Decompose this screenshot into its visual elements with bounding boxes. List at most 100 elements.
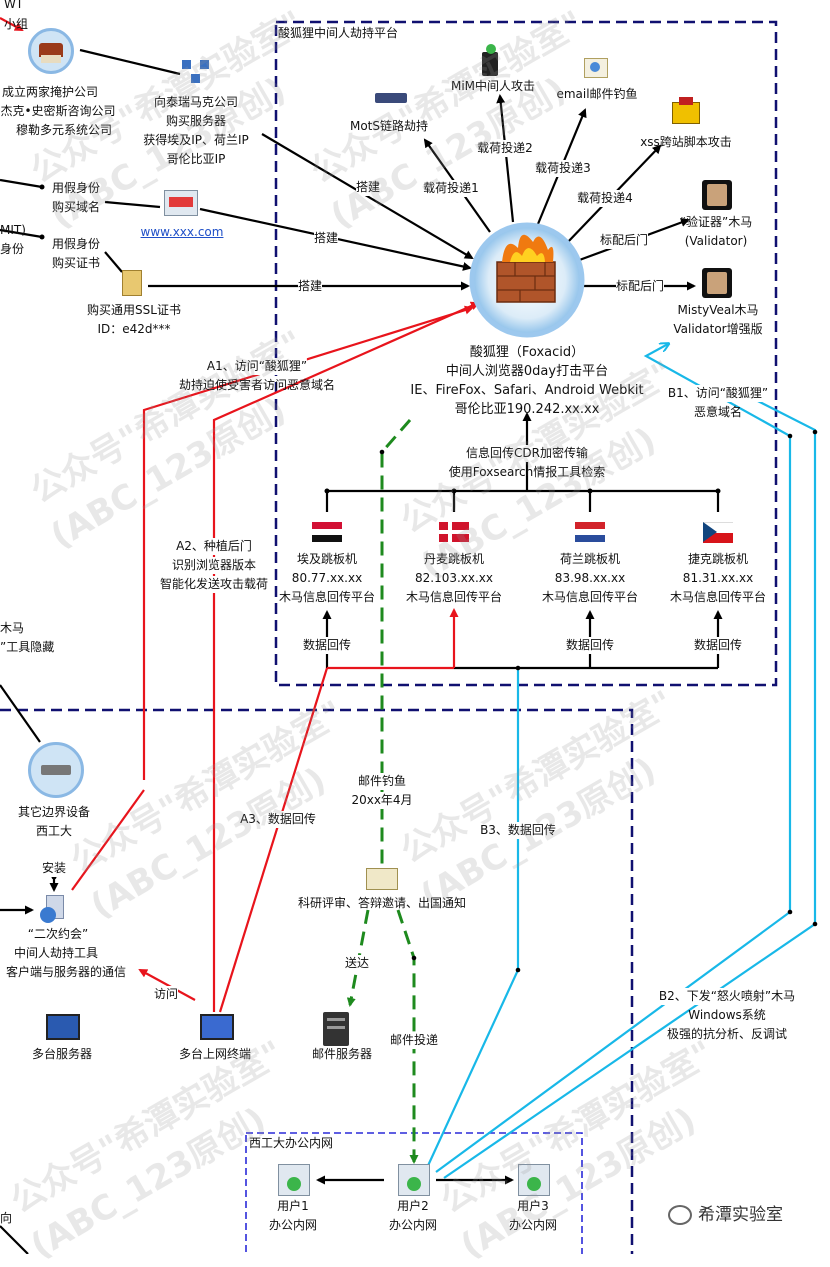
relay-denmark-name: 丹麦跳板机 bbox=[423, 552, 485, 566]
a1-label-1: A1、访问“酸狐狸” bbox=[206, 358, 308, 375]
a3-label: A3、数据回传 bbox=[240, 811, 316, 828]
terminals-label: 多台上网终端 bbox=[178, 1047, 252, 1061]
mail-server-label: 邮件服务器 bbox=[311, 1047, 373, 1061]
platform-box bbox=[274, 20, 778, 687]
validator-trojan-icon bbox=[702, 180, 732, 210]
mit-frag-1: MIT) bbox=[0, 223, 26, 237]
domain-link[interactable]: www.xxx.com bbox=[140, 225, 224, 239]
cdr-label-2: 使用Foxsearch情报工具检索 bbox=[448, 465, 606, 479]
border-device-icon bbox=[28, 742, 84, 798]
user2-icon bbox=[398, 1164, 430, 1196]
czech-flag-icon bbox=[703, 522, 733, 543]
buy-domain-1: 用假身份 bbox=[51, 181, 101, 195]
bottom-frag: 向 bbox=[0, 1211, 13, 1225]
company-label-2: 杰克•史密斯咨询公司 bbox=[0, 104, 116, 118]
second-meet-label-1: “二次约会” bbox=[27, 927, 89, 941]
laptop-terminal-icon bbox=[200, 1014, 234, 1040]
group-frag-a: WT bbox=[4, 0, 24, 11]
user2-name: 用户2 bbox=[397, 1199, 429, 1213]
relay-netherlands-desc: 木马信息回传平台 bbox=[541, 590, 639, 604]
relay-czech-desc: 木马信息回传平台 bbox=[669, 590, 767, 604]
misty-label-2: Validator增强版 bbox=[673, 322, 763, 336]
buy-cert-1: 用假身份 bbox=[51, 237, 101, 251]
delivery-label: 邮件投递 bbox=[389, 1032, 439, 1049]
user3-net: 办公内网 bbox=[508, 1218, 558, 1232]
build-label-3: 搭建 bbox=[297, 278, 323, 295]
mail-notice-icon bbox=[366, 868, 398, 890]
buy-cert-2: 购买证书 bbox=[51, 256, 101, 270]
ssl-label-2: ID：e42d*** bbox=[97, 322, 171, 336]
foxacid-icon bbox=[469, 222, 585, 338]
a2-label-1: A2、种植后门 bbox=[176, 538, 252, 555]
b1-label-2: 恶意域名 bbox=[693, 405, 743, 419]
mistyveal-trojan-icon bbox=[702, 268, 732, 298]
validator-label-1: “验证器”木马 bbox=[679, 215, 753, 229]
mim-server-icon bbox=[482, 44, 498, 76]
build-label-2: 搭建 bbox=[313, 230, 339, 247]
b2-label-2: Windows系统 bbox=[688, 1008, 766, 1022]
border-device-label-1: 其它边界设备 bbox=[17, 805, 91, 819]
netherlands-flag-icon bbox=[575, 522, 605, 542]
visit-label: 访问 bbox=[153, 986, 179, 1003]
cdr-label-1: 信息回传CDR加密传输 bbox=[466, 445, 588, 462]
servers-label: 多台服务器 bbox=[31, 1047, 93, 1061]
server-label-1: 向泰瑞马克公司 bbox=[153, 95, 239, 109]
a2-label-3: 智能化发送攻击载荷 bbox=[159, 576, 269, 593]
user2-net: 办公内网 bbox=[388, 1218, 438, 1232]
email-icon bbox=[584, 58, 608, 78]
b2-label-3: 极强的抗分析、反调试 bbox=[666, 1027, 788, 1041]
egypt-flag-icon bbox=[312, 522, 342, 542]
relay-denmark-desc: 木马信息回传平台 bbox=[405, 590, 503, 604]
phish-label-2: 20xx年4月 bbox=[351, 792, 413, 809]
logo-text: 希潭实验室 bbox=[698, 1205, 783, 1225]
denmark-flag-icon bbox=[439, 522, 469, 542]
data-return-3: 数据回传 bbox=[693, 637, 743, 654]
wechat-logo: 希潭实验室 bbox=[668, 1200, 783, 1225]
relay-czech-name: 捷克跳板机 bbox=[687, 552, 749, 566]
mail-server-icon bbox=[323, 1012, 349, 1046]
domain-website-icon bbox=[164, 190, 198, 216]
second-meet-label-3: 客户端与服务器的通信 bbox=[5, 965, 127, 979]
a2-label-2: 识别浏览器版本 bbox=[171, 557, 257, 574]
foxacid-label-2: 中间人浏览器0day打击平台 bbox=[445, 364, 609, 379]
foxacid-label-4: 哥伦比亚190.242.xx.xx bbox=[454, 402, 600, 417]
email-label: email邮件钓鱼 bbox=[556, 87, 638, 101]
relay-egypt-desc: 木马信息回传平台 bbox=[278, 590, 376, 604]
notice-label: 科研评审、答辩邀请、出国通知 bbox=[297, 896, 467, 910]
trojan-frag-1: 木马 bbox=[0, 621, 25, 635]
b1-label-1: B1、访问“酸狐狸” bbox=[667, 385, 769, 402]
foxacid-label-1: 酸狐狸（Foxacid） bbox=[469, 345, 585, 360]
phish-label-1: 邮件钓鱼 bbox=[357, 773, 407, 790]
ssl-certificate-icon bbox=[122, 270, 142, 296]
platform-title: 酸狐狸中间人劫持平台 bbox=[278, 24, 399, 41]
validator-label-2: (Validator) bbox=[684, 234, 748, 248]
company-building-icon bbox=[28, 28, 74, 74]
mots-label: MotS链路劫持 bbox=[349, 119, 429, 133]
second-meet-label-2: 中间人劫持工具 bbox=[13, 946, 99, 960]
user1-name: 用户1 bbox=[277, 1199, 309, 1213]
trojan-frag-2: ”工具隐藏 bbox=[0, 640, 55, 654]
payload3-label: 载荷投递3 bbox=[535, 160, 591, 177]
data-return-2: 数据回传 bbox=[565, 637, 615, 654]
xss-label: xss跨站脚本攻击 bbox=[640, 135, 732, 149]
network-servers-icon bbox=[182, 60, 212, 86]
intranet-title: 西工大办公内网 bbox=[249, 1136, 334, 1150]
backdoor-label-1: 标配后门 bbox=[599, 232, 649, 249]
relay-netherlands-ip: 83.98.xx.xx bbox=[554, 571, 626, 585]
build-label-1: 搭建 bbox=[355, 179, 381, 196]
relay-egypt-name: 埃及跳板机 bbox=[296, 552, 358, 566]
payload2-label: 载荷投递2 bbox=[477, 140, 533, 157]
user1-icon bbox=[278, 1164, 310, 1196]
relay-netherlands-name: 荷兰跳板机 bbox=[559, 552, 621, 566]
group-frag-b: 小组 bbox=[4, 17, 29, 31]
relay-czech-ip: 81.31.xx.xx bbox=[682, 571, 754, 585]
user3-name: 用户3 bbox=[517, 1199, 549, 1213]
user1-net: 办公内网 bbox=[268, 1218, 318, 1232]
user3-icon bbox=[518, 1164, 550, 1196]
data-return-1: 数据回传 bbox=[302, 637, 352, 654]
company-label-1: 成立两家掩护公司 bbox=[1, 85, 99, 99]
ssl-label-1: 购买通用SSL证书 bbox=[87, 303, 181, 317]
server-label-4: 哥伦比亚IP bbox=[166, 152, 226, 166]
buy-domain-2: 购买域名 bbox=[51, 200, 101, 214]
a1-label-2: 劫持迫使受害者访问恶意域名 bbox=[178, 378, 336, 392]
